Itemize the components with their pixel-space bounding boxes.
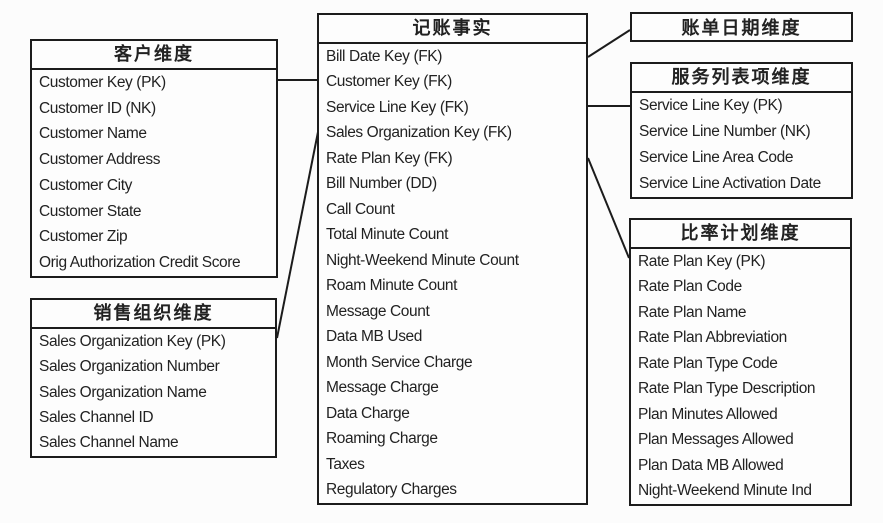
line-fact-to-rateplan bbox=[587, 157, 630, 259]
table-row: Total Minute Count bbox=[326, 226, 449, 244]
table-row: Service Line Key (PK) bbox=[639, 97, 783, 114]
service-line-dimension-table: 服务列表项维度 Service Line Key (PK) Service Li… bbox=[630, 62, 853, 199]
table-row: Customer Key (FK) bbox=[326, 73, 452, 91]
table-row: Customer City bbox=[39, 176, 132, 194]
table-row: Sales Organization Key (FK) bbox=[326, 124, 512, 142]
table-row: Sales Channel Name bbox=[39, 434, 179, 452]
billing-fact-title: 记账事实 bbox=[319, 15, 586, 44]
table-row: Plan Data MB Allowed bbox=[638, 456, 784, 474]
table-row: Rate Plan Key (PK) bbox=[638, 252, 766, 270]
table-row: Plan Messages Allowed bbox=[638, 431, 794, 449]
table-row: Rate Plan Type Description bbox=[638, 380, 816, 398]
table-row: Roaming Charge bbox=[326, 430, 438, 448]
sales-org-dimension-title: 销售组织维度 bbox=[32, 300, 275, 329]
bill-date-dimension-table: 账单日期维度 bbox=[630, 12, 853, 42]
table-row: Customer State bbox=[39, 202, 142, 220]
table-row: Rate Plan Code bbox=[638, 278, 742, 296]
line-salesorg-to-fact bbox=[276, 131, 319, 339]
rate-plan-dimension-fields: Rate Plan Key (PK) Rate Plan Code Rate P… bbox=[631, 249, 850, 504]
sales-org-dimension-fields: Sales Organization Key (PK) Sales Organi… bbox=[32, 329, 275, 456]
table-row: Data Charge bbox=[326, 404, 410, 422]
table-row: Customer ID (NK) bbox=[39, 99, 156, 117]
table-row: Service Line Area Code bbox=[639, 149, 794, 166]
table-row: Plan Minutes Allowed bbox=[638, 405, 778, 423]
table-row: Customer Zip bbox=[39, 228, 128, 246]
table-row: Rate Plan Abbreviation bbox=[638, 329, 787, 347]
table-row: Bill Number (DD) bbox=[326, 175, 437, 193]
rate-plan-dimension-title: 比率计划维度 bbox=[631, 220, 850, 249]
table-row: Regulatory Charges bbox=[326, 481, 457, 499]
table-row: Customer Address bbox=[39, 151, 161, 169]
table-row: Customer Name bbox=[39, 125, 147, 143]
table-row: Sales Organization Key (PK) bbox=[39, 332, 226, 350]
table-row: Message Charge bbox=[326, 379, 439, 397]
table-row: Customer Key (PK) bbox=[39, 73, 166, 91]
service-line-dimension-title: 服务列表项维度 bbox=[632, 64, 851, 93]
table-row: Service Line Key (FK) bbox=[326, 98, 469, 116]
bill-date-dimension-title: 账单日期维度 bbox=[681, 18, 802, 38]
table-row: Month Service Charge bbox=[326, 353, 473, 371]
table-row: Night-Weekend Minute Count bbox=[326, 251, 519, 269]
table-row: Taxes bbox=[326, 455, 365, 473]
table-row: Sales Organization Name bbox=[39, 383, 207, 401]
customer-dimension-fields: Customer Key (PK) Customer ID (NK) Custo… bbox=[32, 70, 276, 276]
billing-fact-table: 记账事实 Bill Date Key (FK) Customer Key (FK… bbox=[317, 13, 588, 505]
service-line-dimension-fields: Service Line Key (PK) Service Line Numbe… bbox=[632, 93, 851, 197]
billing-fact-fields: Bill Date Key (FK) Customer Key (FK) Ser… bbox=[319, 44, 586, 503]
table-row: Service Line Activation Date bbox=[639, 175, 821, 192]
table-row: Data MB Used bbox=[326, 328, 422, 346]
customer-dimension-title: 客户维度 bbox=[32, 41, 276, 70]
customer-dimension-table: 客户维度 Customer Key (PK) Customer ID (NK) … bbox=[30, 39, 278, 278]
table-row: Rate Plan Name bbox=[638, 303, 747, 321]
table-row: Service Line Number (NK) bbox=[639, 123, 811, 140]
rate-plan-dimension-table: 比率计划维度 Rate Plan Key (PK) Rate Plan Code… bbox=[629, 218, 852, 506]
table-row: Sales Organization Number bbox=[39, 358, 220, 376]
line-fact-to-billdate bbox=[587, 29, 631, 58]
sales-org-dimension-table: 销售组织维度 Sales Organization Key (PK) Sales… bbox=[30, 298, 277, 458]
table-row: Call Count bbox=[326, 200, 395, 218]
table-row: Message Count bbox=[326, 302, 430, 320]
table-row: Bill Date Key (FK) bbox=[326, 47, 442, 65]
table-row: Rate Plan Key (FK) bbox=[326, 149, 453, 167]
table-row: Sales Channel ID bbox=[39, 408, 154, 426]
table-row: Orig Authorization Credit Score bbox=[39, 254, 241, 272]
table-row: Night-Weekend Minute Ind bbox=[638, 482, 812, 500]
table-row: Roam Minute Count bbox=[326, 277, 458, 295]
table-row: Rate Plan Type Code bbox=[638, 354, 778, 372]
